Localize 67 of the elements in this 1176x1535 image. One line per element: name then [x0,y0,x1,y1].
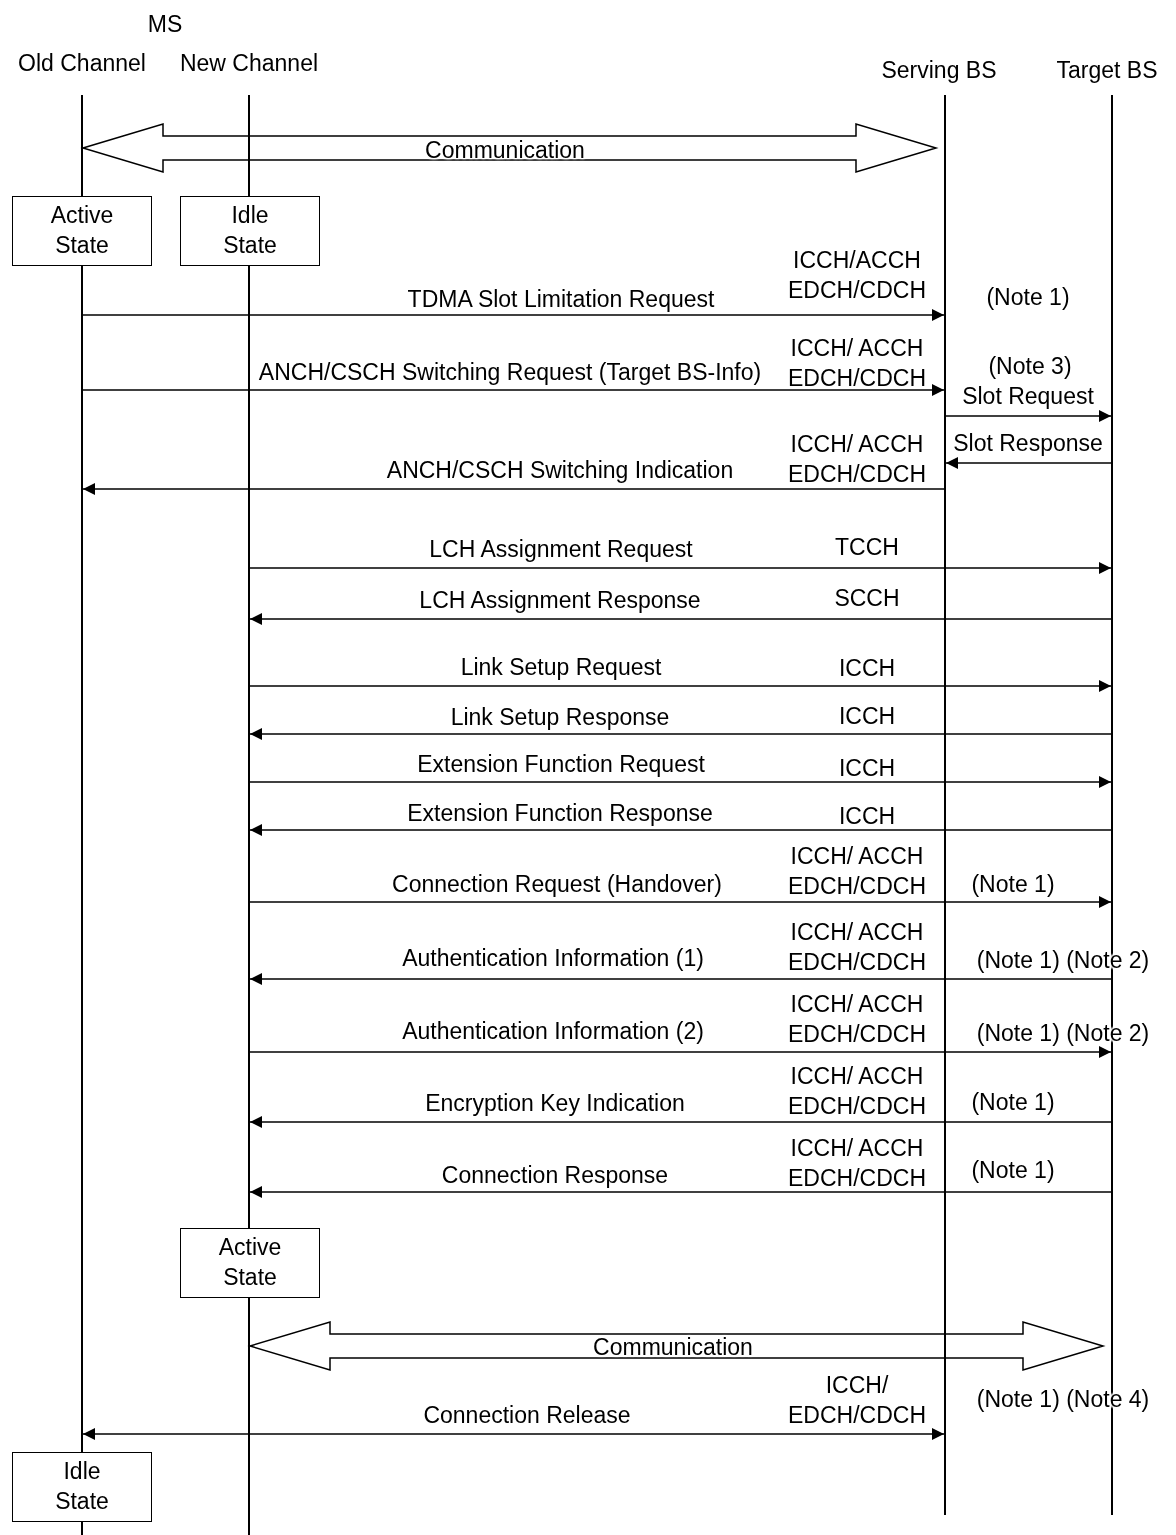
message-label: LCH Assignment Response [419,586,701,615]
lifeline-title: Old Channel [18,49,146,77]
message-label: TDMA Slot Limitation Request [407,285,715,314]
state-box: Idle State [180,196,320,266]
note-label: (Note 1) [971,1156,1055,1185]
state-box: Active State [180,1228,320,1298]
note-label: ICCH [838,702,896,731]
message-label: Connection Release [423,1401,631,1430]
arrow [249,1046,1112,1058]
arrow [249,973,1112,985]
arrow [249,824,1112,836]
message-label: Extension Function Response [407,799,713,828]
arrow [249,776,1112,788]
arrow [249,562,1112,574]
message-label: Extension Function Request [417,750,705,779]
note-label: ICCH [838,654,896,683]
arrow [249,896,1112,908]
arrow [249,613,1112,625]
arrow [82,309,945,321]
arrow [249,680,1112,692]
message-label: Communication [425,136,585,165]
channel-label: ICCH/ ACCH EDCH/CDCH [787,430,927,489]
message-label: Link Setup Response [450,703,670,732]
note-label: ICCH [838,802,896,831]
message-label: Connection Response [441,1161,669,1190]
arrow [249,728,1112,740]
arrow [82,1428,945,1440]
arrow [82,384,945,396]
message-label: Communication [593,1333,753,1362]
actor-name: MS [147,10,183,39]
message-label: Slot Request [962,382,1094,411]
note-label: (Note 1) [971,870,1055,899]
arrow [249,1116,1112,1128]
message-label: Authentication Information (1) [402,944,704,973]
note-label: (Note 1) [986,283,1070,312]
channel-label: ICCH/ ACCH EDCH/CDCH [787,918,927,977]
note-label: SCCH [834,584,900,613]
note-label: (Note 3) [988,352,1072,381]
state-box: Active State [12,196,152,266]
channel-label: ICCH/ ACCH EDCH/CDCH [787,990,927,1049]
arrow [945,457,1112,469]
message-label: Encryption Key Indication [425,1089,685,1118]
lifeline-title: New Channel [179,49,319,77]
channel-label: ICCH/ ACCH EDCH/CDCH [787,1062,927,1121]
message-label: Connection Request (Handover) [392,870,722,899]
message-label: LCH Assignment Request [429,535,693,564]
note-label: TCCH [835,533,899,562]
channel-label: ICCH/ EDCH/CDCH [787,1371,927,1430]
message-label: Slot Response [953,429,1103,458]
double-arrow [247,1321,1106,1371]
channel-label: ICCH/ ACCH EDCH/CDCH [787,334,927,393]
message-label: ANCH/CSCH Switching Indication [386,456,734,485]
channel-label: ICCH/ ACCH EDCH/CDCH [787,842,927,901]
state-box: Idle State [12,1452,152,1522]
lifeline-title: Serving BS [881,56,997,84]
arrow [945,410,1112,422]
message-label: ANCH/CSCH Switching Request (Target BS-Info) [258,358,762,387]
channel-label: ICCH/ACCH EDCH/CDCH [787,246,927,305]
channel-label: ICCH/ ACCH EDCH/CDCH [787,1134,927,1193]
arrow [82,483,945,495]
note-label: ICCH [838,754,896,783]
message-label: Authentication Information (2) [402,1017,704,1046]
message-label: Link Setup Request [460,653,662,682]
lifeline-title: Target BS [1056,56,1158,84]
double-arrow [80,123,939,173]
note-label: (Note 1) [971,1088,1055,1117]
arrow [249,1186,1112,1198]
